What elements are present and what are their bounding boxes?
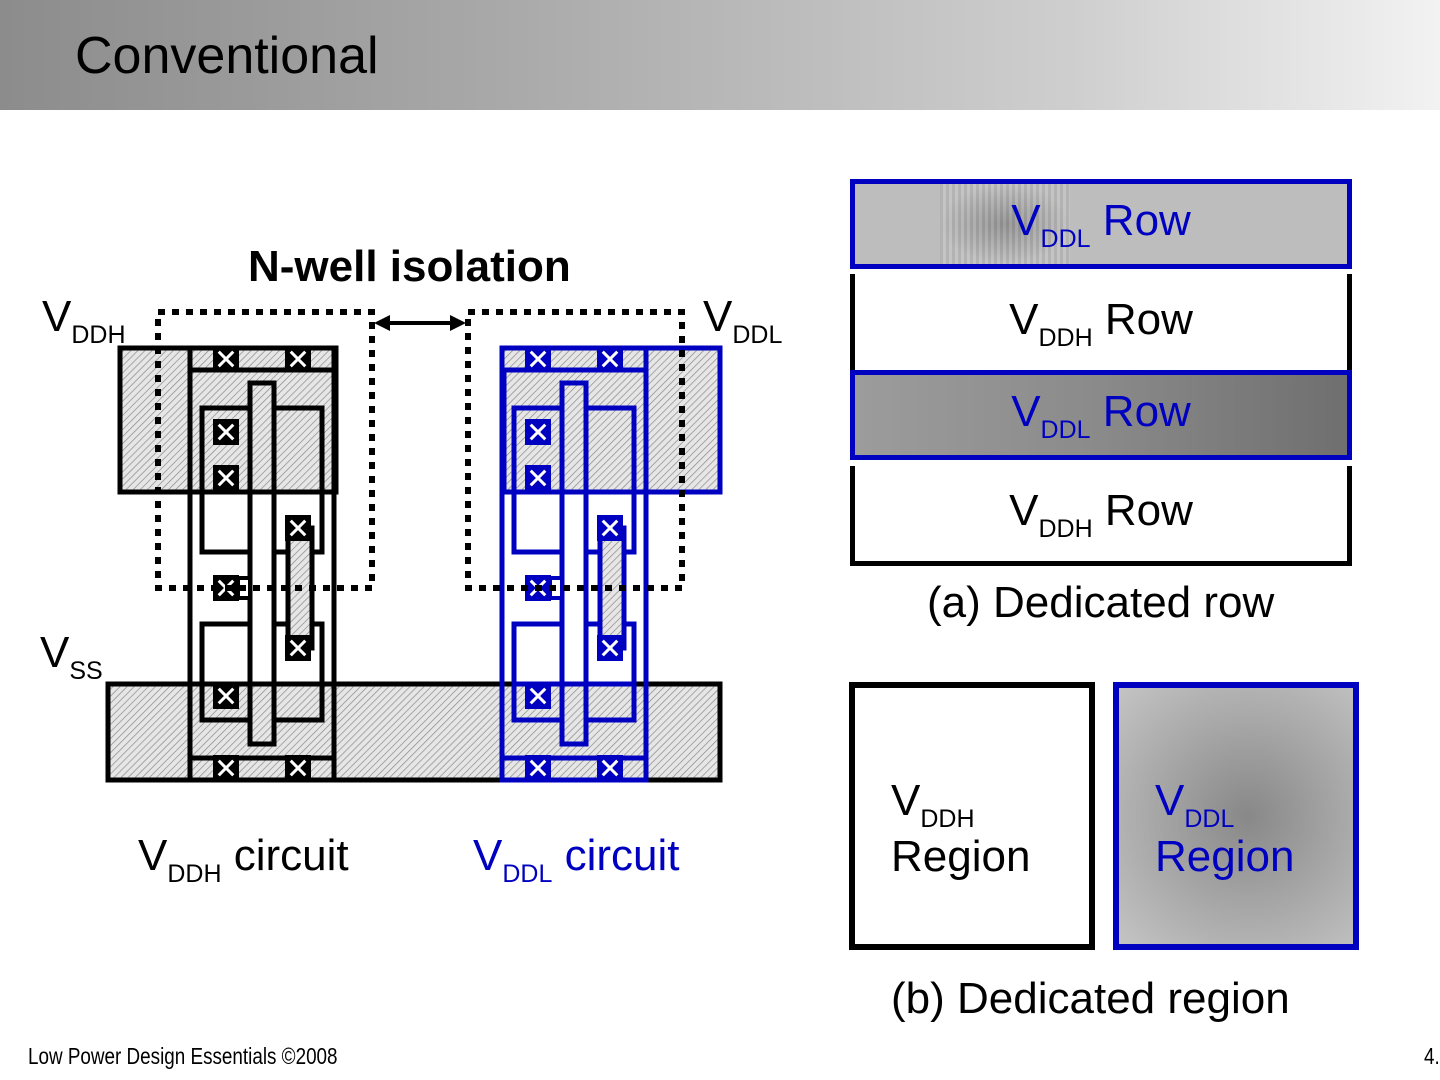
contact-x-mark (289, 350, 307, 368)
contact-x-mark (529, 423, 547, 441)
vddh-region: VDDH Region (849, 682, 1095, 950)
region-label: VDDH Region (891, 776, 1030, 882)
footer-copyright: Low Power Design Essentials ©2008 (28, 1043, 338, 1069)
vss-label-sub: SS (69, 657, 103, 685)
vddl-top-diffusion-band (499, 345, 649, 373)
contact-x-mark (217, 759, 235, 777)
contact-x-mark (529, 469, 547, 487)
contact-x-mark (289, 519, 307, 537)
row-label: VDDH Row (1009, 485, 1193, 543)
arrow-head-right-icon (450, 315, 466, 331)
vss-supply-label: VSS (40, 628, 103, 685)
caption-rest: circuit (221, 831, 349, 880)
contact-x-mark (529, 759, 547, 777)
row-label-main: V (1011, 387, 1041, 436)
vddh-label-sub: DDH (71, 321, 126, 349)
region-label-rest: Region (891, 832, 1031, 881)
vddh-row-2: VDDH Row (850, 466, 1352, 566)
contact-x-mark (601, 639, 619, 657)
caption-main: V (138, 831, 168, 880)
footer-page-number: 4. (1424, 1043, 1440, 1069)
region-label-sub: DDL (1184, 805, 1235, 833)
vddl-row-1: VDDL Row (850, 179, 1352, 269)
vddh-nwell-boundary (155, 309, 375, 591)
row-label-main: V (1011, 196, 1041, 245)
contact-x-mark (529, 687, 547, 705)
row-label-sub: DDL (1040, 416, 1091, 444)
dedicated-row-caption: (a) Dedicated row (927, 578, 1275, 627)
contact-x-mark (601, 759, 619, 777)
region-label-sub: DDH (920, 805, 975, 833)
row-label-rest: Row (1090, 387, 1191, 436)
vddl-label-main: V (703, 292, 733, 341)
region-label-main: V (891, 776, 921, 825)
contact-x-mark (601, 350, 619, 368)
caption-sub: DDL (502, 860, 553, 888)
vddh-label-main: V (42, 292, 72, 341)
vddl-nwell-boundary (465, 309, 685, 591)
nwell-isolation-heading: N-well isolation (248, 242, 571, 291)
caption-main: V (473, 831, 503, 880)
vddl-region: VDDL Region (1113, 682, 1359, 950)
row-label-main: V (1009, 295, 1039, 344)
caption-rest: circuit (552, 831, 680, 880)
row-label-rest: Row (1090, 196, 1191, 245)
vddh-bottom-diffusion-band (187, 755, 337, 783)
vddh-circuit-caption: VDDH circuit (138, 831, 349, 888)
vddh-supply-label: VDDH (42, 292, 126, 349)
vddl-supply-label: VDDL (703, 292, 783, 349)
vddl-label-sub: DDL (732, 321, 783, 349)
row-label-sub: DDL (1040, 225, 1091, 253)
row-label-sub: DDH (1038, 514, 1093, 543)
dedicated-region-caption: (b) Dedicated region (891, 974, 1290, 1023)
row-label: VDDL Row (1011, 387, 1191, 444)
region-label-rest: Region (1155, 832, 1295, 881)
vddl-circuit-caption: VDDL circuit (473, 831, 680, 888)
contact-x-mark (217, 469, 235, 487)
vddl-row-2: VDDL Row (850, 370, 1352, 460)
row-label-rest: Row (1092, 295, 1193, 344)
arrow-head-left-icon (374, 315, 390, 331)
title-bar: Conventional (0, 0, 1440, 110)
row-label: VDDL Row (1011, 196, 1191, 253)
row-label-main: V (1009, 485, 1039, 535)
row-label-sub: DDH (1038, 324, 1093, 352)
region-label-main: V (1155, 776, 1185, 825)
contact-x-mark (217, 350, 235, 368)
contact-x-mark (217, 687, 235, 705)
row-label: VDDH Row (1009, 295, 1193, 352)
vddh-row-1: VDDH Row (850, 274, 1352, 372)
contact-x-mark (601, 519, 619, 537)
vddl-bottom-diffusion-band (499, 755, 649, 783)
vddh-top-diffusion-band (187, 345, 337, 373)
contact-x-mark (529, 350, 547, 368)
caption-sub: DDH (167, 860, 222, 888)
contact-x-mark (289, 639, 307, 657)
row-label-rest: Row (1092, 485, 1193, 535)
region-label: VDDL Region (1155, 776, 1294, 882)
contact-x-mark (289, 759, 307, 777)
vss-label-main: V (40, 628, 70, 677)
slide-title: Conventional (75, 27, 379, 85)
contact-x-mark (217, 423, 235, 441)
